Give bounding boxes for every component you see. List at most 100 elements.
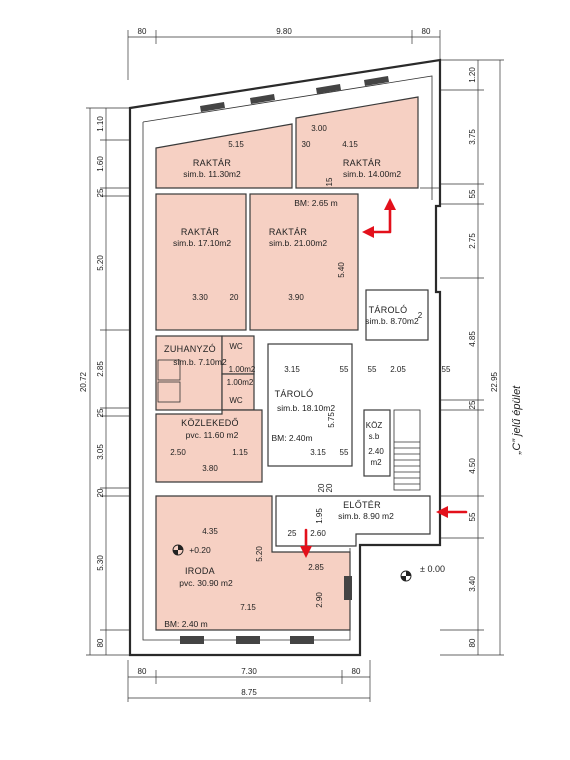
dim-left-1: 1.60 [96, 156, 105, 172]
raktar-2-area: sim.b. 14.00m2 [343, 169, 401, 179]
raktar-4-name: RAKTÁR [269, 227, 308, 237]
dim-bottom-middle: 7.30 [241, 667, 257, 676]
raktar-2-dim-mid: 30 [302, 140, 311, 149]
eloter-dim-b: 25 [288, 529, 297, 538]
eloter-dim-c: 2.60 [310, 529, 326, 538]
corridor-dim-d: 2 [418, 311, 423, 320]
room-zuhanyzo: ZUHANYZÓ sim.b. 7.10m2 WC 1.00m2 1.00m2 … [155, 335, 256, 411]
room-iroda: 4.35 5.20 +0.20 IRODA pvc. 30.90 m2 2.85… [155, 495, 351, 631]
dim-left-total: 20.72 [79, 371, 88, 392]
raktar-2-dim-left: 3.00 [311, 124, 327, 133]
staircase [393, 409, 421, 491]
bottom-dimension: 80 7.30 80 8.75 [127, 660, 371, 702]
dim-left-0: 1.10 [96, 116, 105, 132]
raktar-3-dim-bottom: 3.30 [192, 293, 208, 302]
kozlekedo-dim-a: 2.50 [170, 448, 186, 457]
dim-top-right: 80 [422, 27, 431, 36]
eloter-name: ELŐTÉR [343, 500, 381, 510]
raktar-4-height: BM: 2.65 m [294, 198, 337, 208]
entrance-arrow-right [436, 506, 468, 518]
taroló-2-dim-side2: 55 [340, 448, 349, 457]
wc2-area: 1.00m2 [227, 378, 254, 387]
iroda-level: +0.20 [189, 545, 211, 555]
raktar-4-dim-v: 5.40 [337, 262, 346, 278]
raktar-4-dim-bottom: 3.90 [288, 293, 304, 302]
level-marker-iroda [172, 544, 184, 556]
corridor-dim-e: 55 [442, 365, 451, 374]
dim-right-1: 3.75 [468, 129, 477, 145]
room-raktar-2: 3.00 4.15 30 15 RAKTÁR sim.b. 14.00m2 [295, 96, 440, 189]
room-raktar-4: BM: 2.65 m RAKTÁR sim.b. 21.00m2 5.40 3.… [249, 193, 359, 331]
kozlekedo-dim-b: 1.15 [232, 448, 248, 457]
dim-left-7: 20 [96, 488, 105, 497]
iroda-dim-top: 4.35 [202, 527, 218, 536]
corridor-dims: 2.05 55 55 [368, 365, 451, 374]
iroda-dim-small: 2.85 [308, 563, 324, 572]
dim-right-total: 22.95 [490, 371, 499, 392]
room-eloter: ELŐTÉR sim.b. 8.90 m2 1.95 25 2.60 20 20 [275, 483, 431, 547]
eloter-dim-d: 20 [317, 483, 326, 492]
iroda-height: BM: 2.40 m [164, 619, 207, 629]
dim-left-8: 5.30 [96, 555, 105, 571]
dim-right-9: 80 [468, 638, 477, 647]
raktar-1-name: RAKTÁR [193, 158, 232, 168]
taroló-2-dim-side: 55 [340, 365, 349, 374]
raktar-2-dim-top: 4.15 [342, 140, 358, 149]
taroló-2-dim-bottom: 3.15 [310, 448, 326, 457]
entrance-arrow-top [362, 198, 396, 238]
dim-left-6: 3.05 [96, 444, 105, 460]
dim-left-9: 80 [96, 638, 105, 647]
room-taroló-2: 3.15 55 TÁROLÓ sim.b. 18.10m2 5.75 BM: 2… [267, 343, 353, 467]
eloter-dim-a: 1.95 [315, 508, 324, 524]
left-dimension: 1.10 1.60 25 5.20 2.85 25 3.05 20 5.30 8… [79, 107, 130, 656]
kozlekedo-area: pvc. 11.60 m2 [186, 430, 239, 440]
taroló-1-name: TÁROLÓ [369, 305, 408, 315]
room-koz: KÖZ s.b 2.40 m2 [363, 409, 421, 491]
dim-bottom-left: 80 [138, 667, 147, 676]
dim-left-2: 25 [96, 188, 105, 197]
corridor-dim-a: 2.05 [390, 365, 406, 374]
raktar-3-dim-bottom2: 20 [230, 293, 239, 302]
wc1-label: WC [229, 342, 243, 351]
koz-area: s.b [369, 432, 380, 441]
windows-top [200, 76, 389, 112]
dim-right-4: 4.85 [468, 331, 477, 347]
room-taroló-1: TÁROLÓ sim.b. 8.70m2 2 [365, 289, 429, 341]
ground-level-label: ± 0.00 [420, 564, 445, 574]
building-label: „C” jelű épület [511, 385, 523, 455]
raktar-3-area: sim.b. 17.10m2 [173, 238, 231, 248]
dim-right-8: 3.40 [468, 576, 477, 592]
taroló-2-name: TÁROLÓ [275, 389, 314, 399]
wc2-label: WC [229, 396, 243, 405]
iroda-name: IRODA [185, 566, 215, 576]
iroda-dim-v: 5.20 [255, 546, 264, 562]
taroló-2-height: BM: 2.40m [271, 433, 312, 443]
taroló-2-dim-v: 5.75 [327, 412, 336, 428]
dim-left-5: 25 [96, 408, 105, 417]
zuhanyzo-name: ZUHANYZÓ [164, 344, 216, 354]
dim-right-0: 1.20 [468, 67, 477, 83]
wc1-area: 1.00m2 [229, 365, 256, 374]
room-kozlekedo: KÖZLEKEDŐ pvc. 11.60 m2 2.50 1.15 3.80 [155, 409, 263, 483]
room-raktar-3: RAKTÁR sim.b. 17.10m2 3.30 20 [155, 193, 247, 331]
top-dimension: 80 9.80 80 [127, 27, 441, 80]
dim-right-3: 2.75 [468, 233, 477, 249]
koz-unit: m2 [370, 458, 382, 467]
koz-name: KÖZ [366, 421, 383, 430]
ground-level-marker [400, 570, 412, 582]
dim-left-3: 5.20 [96, 255, 105, 271]
iroda-dim-bottom: 7.15 [240, 603, 256, 612]
right-dimension: 1.20 3.75 55 2.75 4.85 25 4.50 55 3.40 8… [440, 59, 504, 656]
dim-right-5: 25 [468, 400, 477, 409]
dim-right-7: 55 [468, 512, 477, 521]
raktar-2-name: RAKTÁR [343, 158, 382, 168]
raktar-2-dim-v: 15 [325, 177, 334, 186]
iroda-dim-small-v: 2.90 [315, 592, 324, 608]
dim-left-4: 2.85 [96, 361, 105, 377]
taroló-2-dim-top: 3.15 [284, 365, 300, 374]
eloter-dim-e: 20 [325, 483, 334, 492]
dim-top-left: 80 [138, 27, 147, 36]
dim-top-middle: 9.80 [276, 27, 292, 36]
entrance-arrow-bottom [300, 528, 312, 558]
